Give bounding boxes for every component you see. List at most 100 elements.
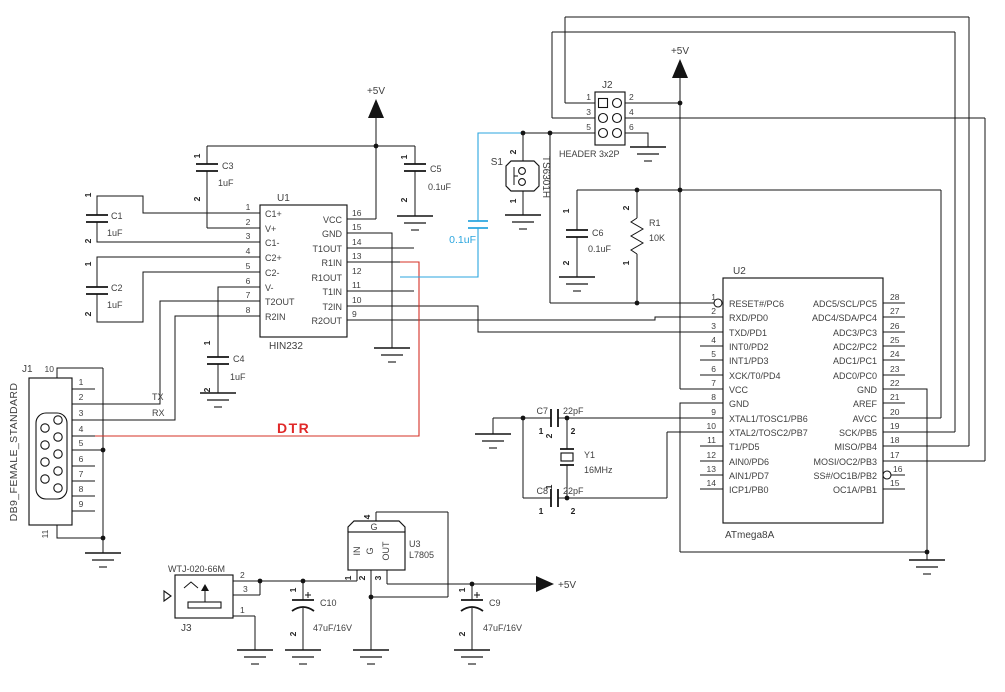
pin1-square-pad — [597, 97, 609, 109]
j1-pin-number: 11 — [40, 529, 50, 538]
u1-pin-name: R2IN — [265, 312, 286, 322]
ground-icon — [85, 552, 121, 568]
cap-ref: C9 — [489, 598, 501, 608]
u2-pin-number: 10 — [707, 421, 717, 431]
j1-pin-number: 3 — [79, 408, 84, 418]
u2-pin-name: SCK/PB5 — [839, 428, 877, 438]
u1-pin-number: 14 — [352, 237, 362, 247]
c3-capacitor: C3 1uF 1 2 — [192, 153, 234, 201]
u1-pin-number: 6 — [246, 276, 251, 286]
c6-capacitor: C6 0.1uF 1 2 — [561, 208, 612, 265]
cap-ref: C2 — [111, 283, 123, 293]
ground-icon — [374, 347, 410, 363]
u2-pin-number: 7 — [711, 378, 716, 388]
u1-pin-number: 13 — [352, 251, 362, 261]
u1-pin-name: V+ — [265, 224, 276, 234]
u2-pin-number: 11 — [707, 435, 716, 445]
v5-label: +5V — [671, 46, 689, 57]
u1-part: HIN232 — [269, 341, 303, 352]
j1-pin-number: 10 — [45, 364, 55, 374]
j1-pin-number: 7 — [79, 469, 84, 479]
u2-pin-name: ADC3/PC3 — [833, 328, 877, 338]
j3-pin-number: 1 — [240, 605, 245, 615]
u1-pin-name: T1OUT — [312, 244, 342, 254]
u2-pin-number: 18 — [890, 435, 900, 445]
u3-ref: U3 — [409, 539, 421, 549]
cap-pin: 1 — [561, 208, 571, 213]
u2-pin-name: AREF — [853, 399, 878, 409]
c-dtr-value: 0.1uF — [449, 234, 476, 246]
u1-pin-number: 11 — [352, 280, 361, 290]
u1-pin-name: C1- — [265, 238, 280, 248]
junction-dots — [100, 100, 930, 600]
ground-icon — [397, 215, 433, 231]
u2-pin-number: 17 — [890, 450, 900, 460]
cap-value: 0.1uF — [588, 244, 612, 254]
c5-capacitor: C5 0.1uF 1 2 — [399, 154, 452, 202]
cap-value: 1uF — [230, 372, 246, 382]
u1-pin-name: T1IN — [322, 287, 342, 297]
u1-pin-name: R1OUT — [311, 273, 342, 283]
cap-pin: 2 — [457, 631, 467, 636]
rx-net-label: RX — [152, 408, 165, 418]
v5-label: +5V — [367, 86, 385, 97]
u3-in-label: IN — [352, 547, 362, 556]
r1-pin-number: 1 — [621, 260, 631, 265]
ground-icon — [475, 433, 511, 449]
u2-pin-name: XTAL1/TOSC1/PB6 — [729, 414, 808, 424]
j2-pin-number: 3 — [586, 107, 591, 117]
j2-pin-number: 1 — [586, 92, 591, 102]
j2-pin-number: 2 — [629, 92, 634, 102]
ground-icon — [909, 559, 945, 575]
u1-pin-name: R2OUT — [311, 316, 342, 326]
cap-value: 47uF/16V — [313, 623, 352, 633]
u3-part: L7805 — [409, 550, 434, 560]
c8-capacitor: C8 22pF 1 2 — [536, 486, 584, 516]
cap-pin: 2 — [571, 506, 576, 516]
dtr-net-wire — [95, 261, 420, 437]
plus-polarity-mark — [305, 592, 311, 598]
u2-pin-number: 21 — [890, 392, 900, 402]
c10-capacitor: C10 47uF/16V 1 2 — [288, 587, 352, 636]
cap-ref: C6 — [592, 228, 604, 238]
reset-invert-bubble — [713, 298, 723, 308]
cap-pin: 1 — [457, 587, 467, 592]
u2-pin-name: ADC5/SCL/PC5 — [813, 299, 877, 309]
u1-pin-name: C1+ — [265, 209, 282, 219]
cap-pin: 1 — [539, 426, 544, 436]
u1-pin-number: 15 — [352, 222, 362, 232]
u1-pin-name: R1IN — [321, 258, 342, 268]
u2-pin-name: SS#/OC1B/PB2 — [813, 471, 877, 481]
u2-pin-number: 6 — [711, 364, 716, 374]
j1-part: DB9_FEMALE_STANDARD — [8, 383, 20, 522]
u3-pin-number: 2 — [357, 575, 367, 580]
j1-ref: J1 — [22, 364, 33, 375]
u2-pin-number: 23 — [890, 364, 900, 374]
c7-capacitor: C7 22pF 1 2 — [536, 406, 584, 436]
u1-pin-name: T2IN — [322, 302, 342, 312]
j1-pin-number: 8 — [79, 484, 84, 494]
u2-pin-name: RXD/PD0 — [729, 313, 768, 323]
cap-pin: 2 — [192, 196, 202, 201]
y1-pin-number: 1 — [544, 484, 554, 489]
u1-pin-number: 5 — [246, 261, 251, 271]
u1-ref: U1 — [277, 193, 290, 204]
u1-pin-name: C2+ — [265, 253, 282, 263]
cap-pin: 2 — [561, 260, 571, 265]
j2-ref: J2 — [602, 80, 613, 91]
u2-pin-number: 28 — [890, 292, 900, 302]
u2-pin-number: 4 — [711, 335, 716, 345]
j3-ref: J3 — [181, 623, 192, 634]
u2-pin-name: AIN0/PD6 — [729, 457, 769, 467]
wires — [56, 16, 986, 650]
cap-pin: 1 — [539, 506, 544, 516]
u2-pin-number: 14 — [707, 478, 717, 488]
u2-pin-name: MOSI/OC2/PB3 — [813, 457, 877, 467]
j3-part: WTJ-020-66M — [168, 564, 225, 574]
u2-pin-number: 3 — [711, 321, 716, 331]
j3-power-jack: WTJ-020-66M J3 2 3 1 — [163, 564, 248, 634]
j2-isp-header: J2 HEADER 3x2P 1 2 3 4 5 6 — [559, 80, 634, 159]
u2-pin-number: 19 — [890, 421, 900, 431]
